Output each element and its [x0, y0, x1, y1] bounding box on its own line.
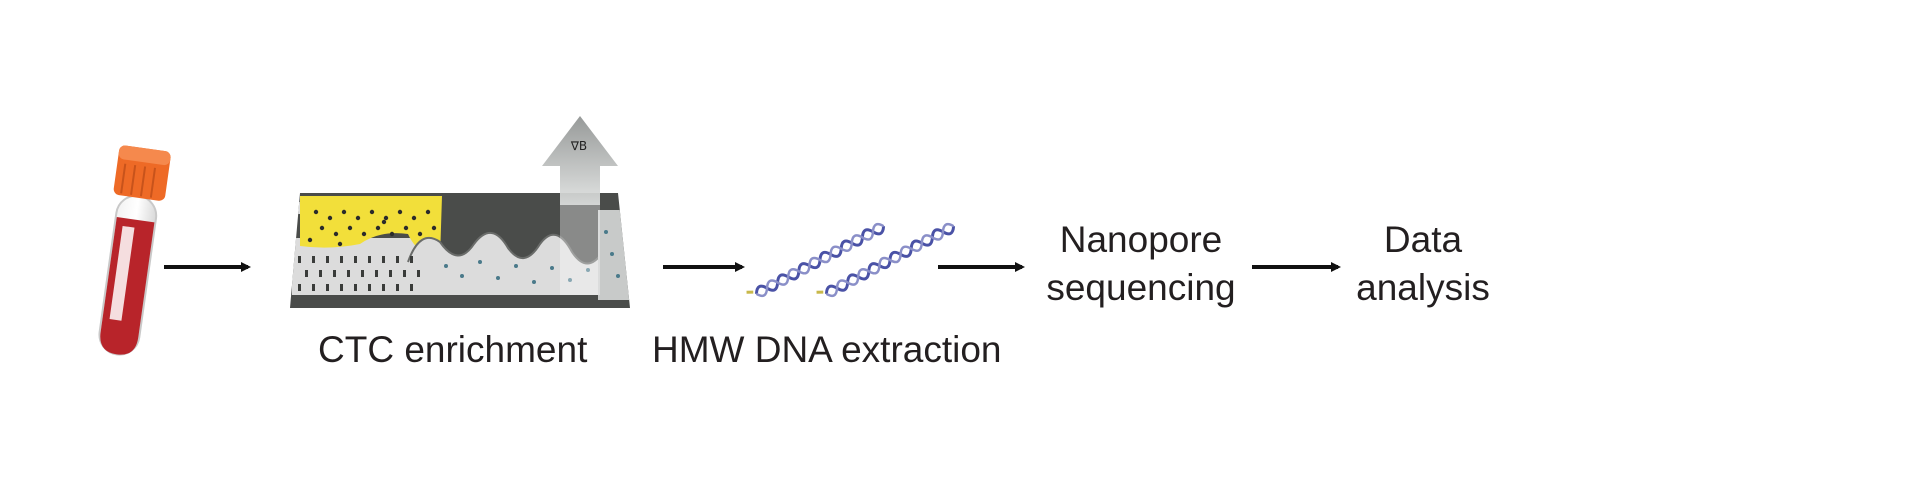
label-nanopore-sequencing: Nanopore sequencing: [1036, 216, 1246, 312]
label-data-line1: Data: [1383, 219, 1463, 260]
label-data-analysis: Data analysis: [1338, 216, 1508, 312]
label-ctc-enrichment: CTC enrichment: [318, 329, 588, 370]
label-hmw-dna-extraction: HMW DNA extraction: [652, 329, 1002, 370]
ctc-chip-icon: ∇B: [290, 116, 630, 308]
label-nanopore-line2: sequencing: [1046, 267, 1236, 308]
label-nanopore-line1: Nanopore: [1059, 219, 1223, 260]
label-data-line2: analysis: [1356, 267, 1490, 308]
gradient-symbol: ∇B: [570, 139, 587, 153]
blood-tube-icon: [98, 145, 171, 356]
dna-helix-icon: [746, 222, 956, 298]
